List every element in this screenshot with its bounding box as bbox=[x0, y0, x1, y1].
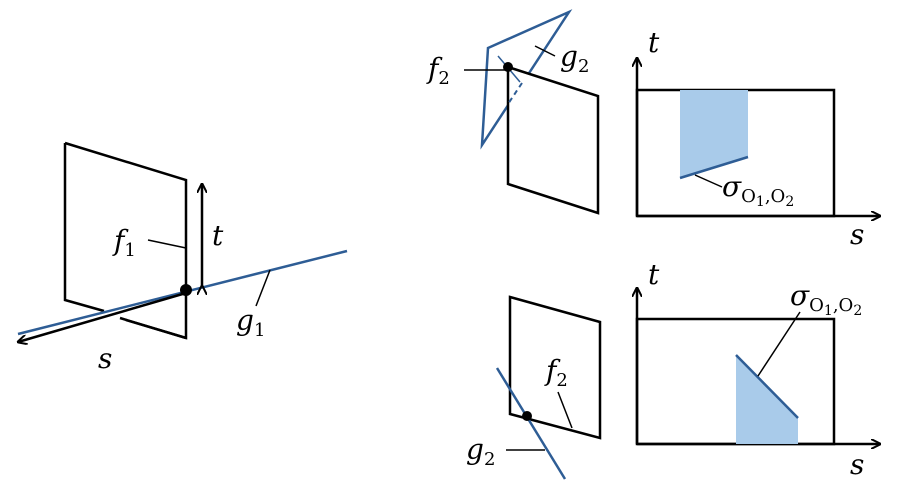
label-axis-s-top: s bbox=[850, 218, 864, 251]
label-f2-bottom: f2 bbox=[544, 354, 568, 391]
edge-sigma-top bbox=[679, 155, 749, 180]
line-g2-bottom bbox=[495, 367, 567, 480]
bottom-plot: t s σO1,O2 bbox=[637, 258, 880, 481]
label-g1: g1 bbox=[236, 304, 265, 341]
label-t-left: t bbox=[212, 219, 224, 252]
bottom-sketch: f2 g2 bbox=[466, 295, 602, 480]
leader-g1 bbox=[255, 269, 271, 307]
left-figure: f1 t g1 s bbox=[18, 141, 348, 375]
plane-f2-bottom bbox=[508, 295, 602, 440]
label-axis-t-top: t bbox=[648, 26, 660, 59]
intersection-point-bottom bbox=[522, 411, 532, 421]
label-sigma-top: σO1,O2 bbox=[722, 170, 794, 210]
label-s-left: s bbox=[98, 342, 112, 375]
domain-rect-bottom bbox=[635, 317, 836, 446]
label-sigma-bottom: σO1,O2 bbox=[790, 279, 862, 319]
top-sketch: f2 g2 bbox=[426, 9, 600, 215]
leader-f2-bottom bbox=[557, 391, 573, 429]
label-g2-top: g2 bbox=[560, 40, 589, 77]
plane-f1-front-edge bbox=[119, 316, 187, 340]
label-f1: f1 bbox=[112, 224, 136, 261]
top-plot: t s σO1,O2 bbox=[637, 26, 880, 251]
plane-f2-top bbox=[506, 65, 600, 215]
leader-sigma-bottom bbox=[757, 311, 801, 377]
label-axis-s-bottom: s bbox=[850, 448, 864, 481]
intersection-point-top bbox=[503, 62, 513, 72]
intersection-point-left bbox=[180, 284, 192, 296]
leader-f1 bbox=[147, 239, 187, 249]
plane-g2-dashed bbox=[507, 82, 523, 105]
region-sigma-bottom bbox=[736, 355, 798, 444]
leader-sigma-top bbox=[694, 174, 723, 188]
leader-g2-top bbox=[534, 45, 556, 57]
s-arrow bbox=[18, 291, 187, 342]
label-f2-top: f2 bbox=[426, 52, 450, 89]
edge-sigma-bottom bbox=[735, 354, 799, 419]
label-g2-bottom: g2 bbox=[466, 433, 495, 470]
region-sigma-top bbox=[680, 90, 748, 178]
label-axis-t-bottom: t bbox=[648, 258, 660, 291]
